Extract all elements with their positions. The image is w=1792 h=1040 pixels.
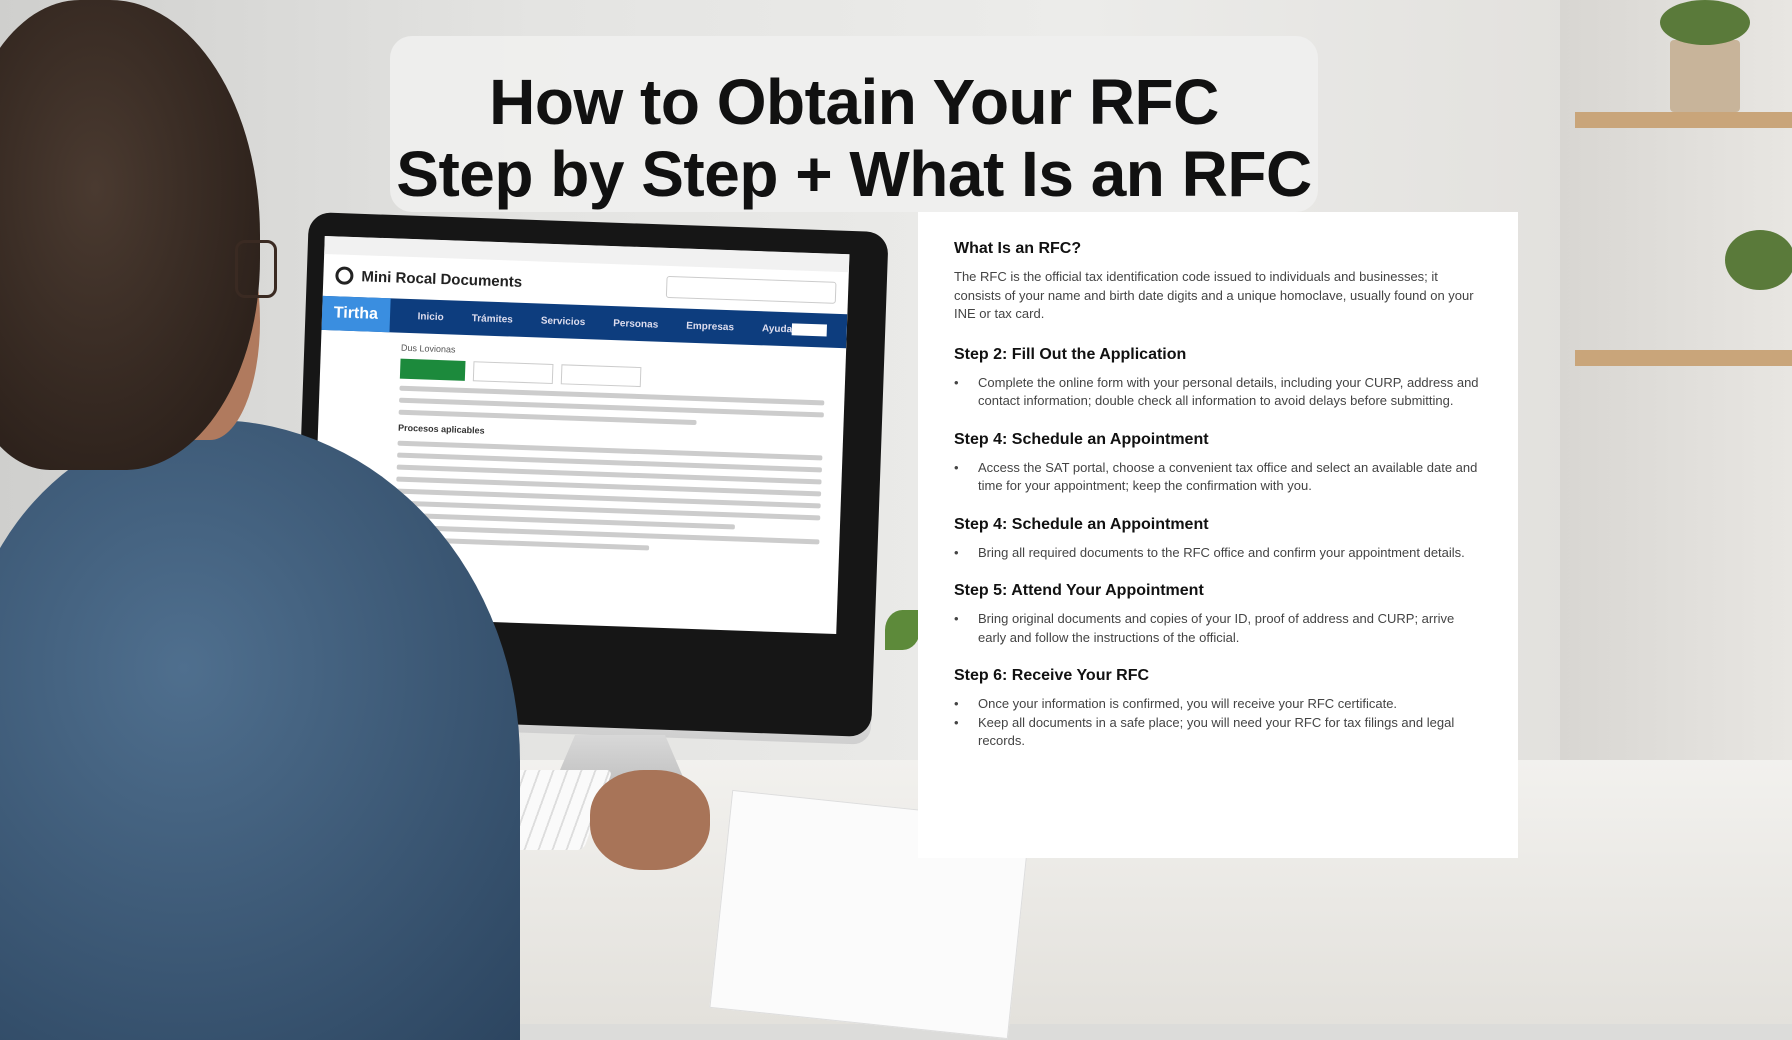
- intro-text: The RFC is the official tax identificati…: [954, 269, 1474, 321]
- bullet-icon: •: [954, 714, 959, 730]
- bullet-text: Access the SAT portal, choose a convenie…: [978, 459, 1478, 494]
- section-heading: Step 4: Schedule an Appointment: [954, 430, 1209, 448]
- section-heading: What Is an RFC?: [954, 240, 1082, 257]
- step-section: Step 6: Receive Your RFC • Once your info…: [954, 667, 1482, 751]
- site-title: Mini Rocal Documents: [361, 267, 523, 291]
- bullet-icon: •: [954, 374, 959, 390]
- plant: [1660, 0, 1750, 45]
- nav-item[interactable]: Trámites: [471, 312, 514, 326]
- glasses: [235, 240, 277, 298]
- option-button[interactable]: [560, 364, 642, 388]
- person-hand: [590, 770, 710, 870]
- bullet-icon: •: [954, 611, 959, 626]
- nav-button[interactable]: [791, 323, 828, 337]
- nav-item[interactable]: Personas: [613, 317, 659, 331]
- plant-pot: [1670, 40, 1740, 112]
- shelf: [1575, 112, 1792, 128]
- bullet-text: Once your information is confirmed, you …: [978, 696, 1398, 711]
- bullet-text: Keep all documents in a safe place; you …: [978, 714, 1455, 749]
- site-logo-icon: [335, 266, 354, 285]
- bullet-text: Bring original documents and copies of y…: [978, 611, 1455, 645]
- plant: [1725, 230, 1792, 290]
- step-section: Step 4: Schedule an Appointment • Access …: [954, 431, 1482, 496]
- step-section: Step 2: Fill Out the Application • Comple…: [954, 346, 1482, 411]
- option-button[interactable]: [472, 361, 554, 385]
- nav-item[interactable]: Servicios: [540, 315, 586, 328]
- bullet-icon: •: [954, 459, 959, 475]
- section-heading: Step 5: Attend Your Appointment: [954, 582, 1204, 599]
- step-section: Step 5: Attend Your Appointment • Bring o…: [954, 582, 1482, 647]
- bullet-icon: •: [954, 544, 959, 560]
- bullet-text: Complete the online form with your perso…: [978, 374, 1479, 409]
- intro-section: What Is an RFC? The RFC is the official …: [954, 240, 1482, 324]
- desk-plant: [885, 610, 920, 650]
- section-heading: Step 4: Schedule an Appointment: [954, 515, 1209, 533]
- person-hair: [0, 0, 260, 470]
- section-heading: Step 6: Receive Your RFC: [954, 667, 1150, 684]
- nav-item[interactable]: Ayuda: [761, 322, 793, 335]
- step-section: Step 4: Schedule an Appointment • Bring a…: [954, 516, 1482, 563]
- nav-item[interactable]: Inicio: [417, 310, 444, 323]
- nav-item[interactable]: Empresas: [686, 320, 735, 333]
- section-heading: Step 2: Fill Out the Application: [954, 345, 1187, 363]
- green-button[interactable]: [399, 358, 466, 381]
- info-panel: What Is an RFC? The RFC is the official …: [918, 212, 1518, 858]
- title-banner: How to Obtain Your RFC Step by Step + Wh…: [390, 36, 1318, 212]
- title-line-2: Step by Step + What Is an RFC: [396, 138, 1312, 210]
- bullet-text: Bring all required documents to the RFC …: [978, 544, 1465, 560]
- person-jacket: [0, 420, 520, 1040]
- site-search-input[interactable]: [665, 275, 837, 304]
- site-brand[interactable]: Tirtha: [321, 295, 391, 333]
- shelf: [1575, 350, 1792, 366]
- bullet-icon: •: [954, 696, 959, 711]
- title-line-1: How to Obtain Your RFC: [489, 66, 1219, 138]
